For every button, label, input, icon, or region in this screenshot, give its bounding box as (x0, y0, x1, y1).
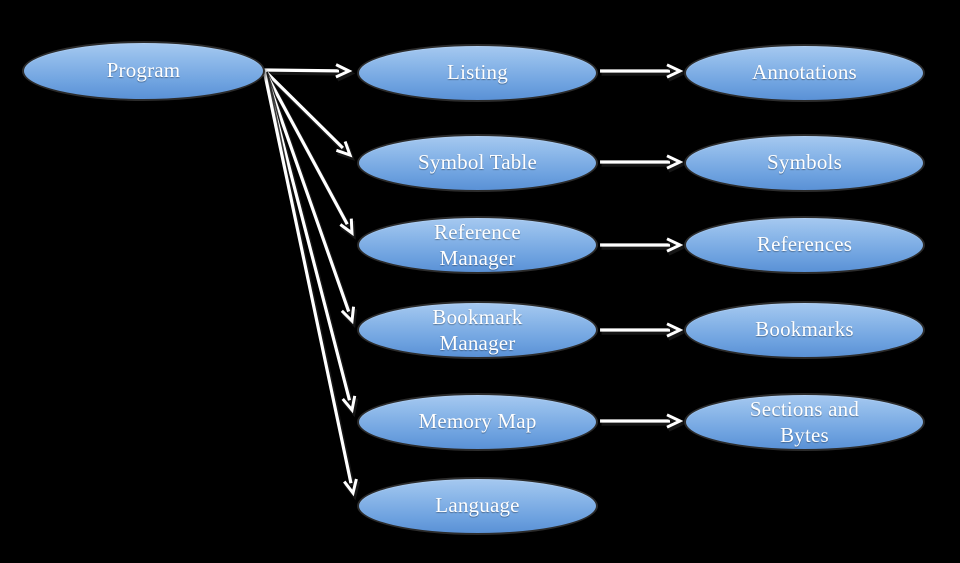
node-reference-manager[interactable]: Reference Manager (357, 216, 598, 274)
node-label-bookmarks: Bookmarks (755, 317, 854, 342)
node-listing[interactable]: Listing (357, 44, 598, 102)
node-label-symbol-table: Symbol Table (418, 150, 537, 175)
node-label-sections-and-bytes: Sections and Bytes (749, 396, 860, 447)
node-symbol-table[interactable]: Symbol Table (357, 134, 598, 192)
node-label-bookmark-manager: Bookmark Manager (432, 304, 523, 355)
node-label-listing: Listing (447, 60, 508, 85)
node-program[interactable]: Program (22, 41, 265, 101)
node-label-language: Language (435, 493, 520, 518)
node-label-symbols: Symbols (767, 150, 842, 175)
node-references[interactable]: References (684, 216, 925, 274)
node-label-memory-map: Memory Map (418, 409, 537, 434)
node-sections-and-bytes[interactable]: Sections and Bytes (684, 393, 925, 451)
node-bookmarks[interactable]: Bookmarks (684, 301, 925, 359)
node-label-program: Program (106, 58, 181, 83)
node-bookmark-manager[interactable]: Bookmark Manager (357, 301, 598, 359)
node-language[interactable]: Language (357, 477, 598, 535)
node-annotations[interactable]: Annotations (684, 44, 925, 102)
node-label-reference-manager: Reference Manager (434, 219, 521, 270)
node-symbols[interactable]: Symbols (684, 134, 925, 192)
node-label-references: References (756, 232, 853, 257)
node-label-annotations: Annotations (752, 60, 857, 85)
node-memory-map[interactable]: Memory Map (357, 393, 598, 451)
